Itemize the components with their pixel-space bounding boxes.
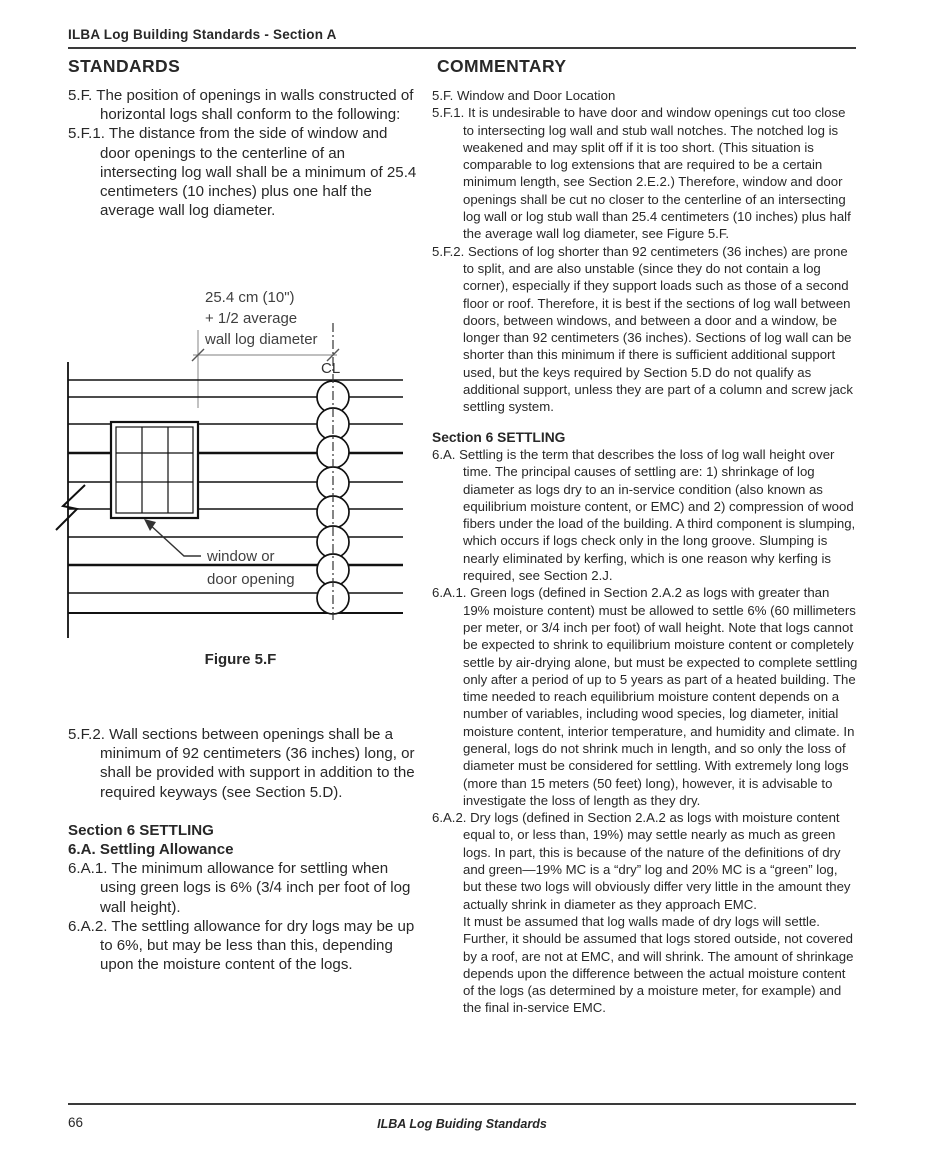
commentary-clause: 6.A.2. Dry logs (defined in Section 2.A.…: [432, 809, 858, 1017]
commentary-clause: 5.F.1. It is undesirable to have door an…: [432, 104, 858, 242]
section6-heading: Section 6 SETTLING: [432, 429, 566, 445]
page-header: ILBA Log Building Standards - Section A: [68, 27, 337, 42]
clause-text: Sections of log shorter than 92 centimet…: [463, 243, 853, 415]
clause-text: Window and Door Location: [456, 88, 616, 103]
clause-label: 6.A.2.: [432, 810, 467, 826]
clause-label: 5.F.2.: [432, 243, 465, 259]
dimension-label-line3: wall log diameter: [204, 331, 318, 348]
clause-label: 5.F.1.: [68, 125, 105, 143]
section6-subheading: 6.A. Settling Allowance: [68, 841, 234, 859]
clause-label: 6.A.1.: [68, 860, 108, 878]
clause-label: 5.F.2.: [68, 726, 105, 743]
clause-label: 5.F.1.: [432, 105, 465, 121]
commentary-block: 5.F. Window and Door Location 5.F.1. It …: [432, 87, 858, 1017]
standards-column-heading: STANDARDS: [68, 56, 181, 76]
commentary-clause: 6.A. Settling is the term that describes…: [432, 446, 858, 584]
clause-text: It is undesirable to have door and windo…: [463, 105, 851, 242]
commentary-clause: 5.F. Window and Door Location: [432, 87, 858, 104]
commentary-clause: 6.A.1. Green logs (defined in Section 2.…: [432, 584, 858, 809]
clause-text: The distance from the side of window and…: [100, 125, 417, 220]
clause-text: The minimum allowance for settling when …: [100, 860, 411, 916]
page-number: 66: [68, 1115, 84, 1130]
standards-clause: 6.A.1. The minimum allowance for settlin…: [68, 859, 418, 917]
centerline-label: CL: [321, 360, 340, 377]
clause-text: The settling allowance for dry logs may …: [100, 917, 415, 974]
window-label-line1: window or: [206, 548, 275, 565]
figure-5f-drawing: 25.4 cm (10") + 1/2 average wall log dia…: [55, 289, 403, 638]
break-mark: [55, 484, 86, 531]
standards-bottom-block: 5.F.2. Wall sections between openings sh…: [68, 725, 418, 974]
commentary-clause: 5.F.2. Sections of log shorter than 92 c…: [432, 243, 858, 416]
standards-clause: 5.F. The position of openings in walls c…: [68, 86, 418, 124]
clause-label: 6.A.: [432, 446, 456, 462]
clause-label: 6.A.2.: [68, 917, 108, 935]
clause-label: 6.A.1.: [432, 585, 467, 601]
dimension-label-line1: 25.4 cm (10"): [205, 289, 295, 306]
standards-clause: 5.F.1. The distance from the side of win…: [68, 124, 418, 220]
clause-label: 5.F.: [432, 88, 454, 103]
standards-clause: 5.F.2. Wall sections between openings sh…: [68, 725, 418, 802]
clause-text: Dry logs (defined in Section 2.A.2 as lo…: [463, 810, 851, 912]
centerline: CL: [321, 323, 340, 620]
dimension-label-line2: + 1/2 average: [205, 310, 297, 327]
clause-label: 5.F.: [68, 87, 93, 104]
window-opening: [109, 420, 200, 520]
dimension-annotation: 25.4 cm (10") + 1/2 average wall log dia…: [191, 289, 340, 408]
commentary-column-heading: COMMENTARY: [437, 56, 567, 76]
clause-text-continued: It must be assumed that log walls made o…: [463, 913, 854, 1016]
section6-heading: Section 6 SETTLING: [68, 821, 214, 839]
clause-text: The position of openings in walls constr…: [96, 87, 414, 124]
window-label-line2: door opening: [207, 571, 295, 588]
figure-caption: Figure 5.F: [204, 651, 277, 668]
header-divider: [68, 47, 856, 49]
clause-text: Settling is the term that describes the …: [459, 446, 856, 584]
clause-text: Wall sections between openings shall be …: [100, 726, 415, 801]
footer-title: ILBA Log Buiding Standards: [377, 1117, 547, 1131]
standards-clause: 6.A.2. The settling allowance for dry lo…: [68, 917, 418, 975]
arrowhead: [144, 519, 156, 531]
clause-text: Green logs (defined in Section 2.A.2 as …: [463, 585, 858, 808]
footer-divider: [68, 1103, 856, 1105]
standards-top-block: 5.F. The position of openings in walls c…: [68, 86, 418, 220]
window-callout: window or door opening: [144, 519, 295, 588]
